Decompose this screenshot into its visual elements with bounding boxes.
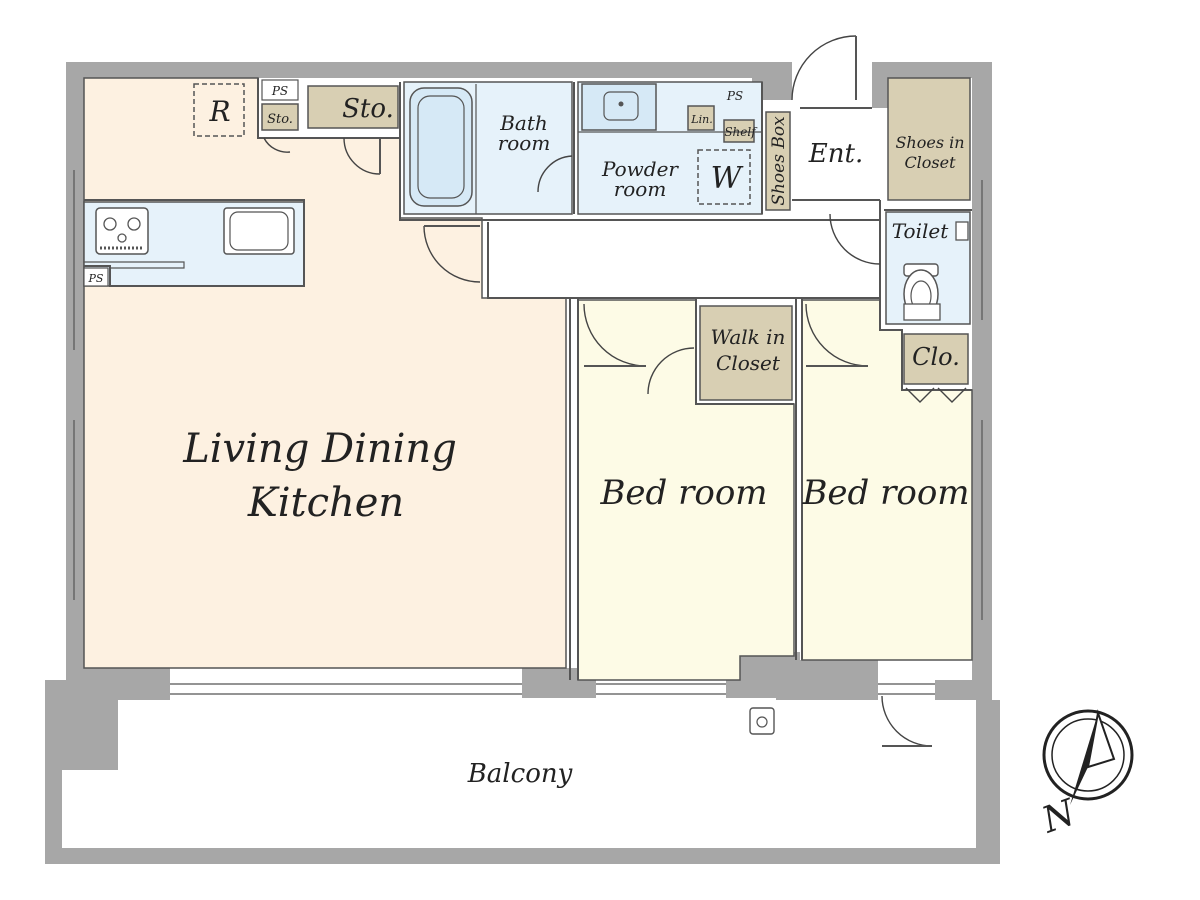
clo-label: Clo. bbox=[912, 343, 960, 371]
powder-label-line2: room bbox=[614, 177, 667, 201]
sto-large-label: Sto. bbox=[342, 94, 394, 124]
fixtures bbox=[83, 79, 969, 735]
washer-space bbox=[697, 149, 751, 205]
shoes-closet-label-line2: Closet bbox=[904, 153, 956, 172]
shoes-box-label: Shoes Box bbox=[769, 116, 789, 206]
walkin-fill bbox=[699, 305, 793, 401]
ps-label-entrance: PS bbox=[726, 89, 743, 103]
walkin-label-line2: Closet bbox=[716, 351, 781, 375]
outer-walls bbox=[45, 62, 1000, 864]
ldk-label-line1: Living Dining bbox=[182, 426, 457, 472]
doors bbox=[263, 35, 967, 747]
washer-label: W bbox=[711, 161, 744, 196]
bed2-label: Bed room bbox=[801, 473, 969, 513]
sto-large-fill bbox=[307, 85, 399, 129]
balcony-label: Balcony bbox=[467, 759, 573, 789]
fridge-space bbox=[193, 83, 245, 137]
room-labels: Living Dining Kitchen Bed room Bed room … bbox=[88, 84, 970, 789]
fridge-label: R bbox=[208, 95, 230, 128]
bath-label-line2: room bbox=[498, 131, 551, 155]
bath-label-line1: Bath bbox=[499, 111, 548, 135]
compass-icon: N bbox=[1036, 709, 1134, 842]
bed1-label: Bed room bbox=[599, 473, 767, 513]
ps-label-kitchen: PS bbox=[88, 272, 104, 285]
walkin-label-line1: Walk in bbox=[711, 325, 786, 349]
compass-north-label: N bbox=[1036, 792, 1082, 842]
sto-small-label: Sto. bbox=[267, 112, 293, 127]
hall-fill bbox=[488, 222, 880, 296]
kitchen-sink bbox=[223, 207, 295, 255]
ps-label-top: PS bbox=[271, 84, 288, 98]
shelf-label: Shelf bbox=[724, 125, 758, 139]
bathtub bbox=[409, 87, 473, 207]
shelf-fill bbox=[723, 119, 755, 143]
balcony-fill bbox=[118, 700, 976, 848]
room-fills bbox=[83, 77, 976, 848]
sto-small-fill bbox=[261, 103, 299, 131]
lin-label: Lin. bbox=[690, 113, 712, 126]
ldk-label-line2: Kitchen bbox=[247, 480, 404, 526]
stove bbox=[95, 207, 149, 255]
washbasin bbox=[581, 83, 657, 131]
entrance-label: Ent. bbox=[808, 139, 863, 169]
clo-fill bbox=[903, 333, 969, 385]
shoes-closet-fill bbox=[887, 77, 971, 201]
lin-fill bbox=[687, 105, 715, 131]
shoes-closet-label-line1: Shoes in bbox=[895, 133, 964, 152]
powder-label-line1: Powder bbox=[601, 157, 679, 181]
toilet-label: Toilet bbox=[892, 219, 949, 243]
shoes-box-fill bbox=[765, 111, 791, 211]
interior-walls bbox=[73, 78, 983, 695]
